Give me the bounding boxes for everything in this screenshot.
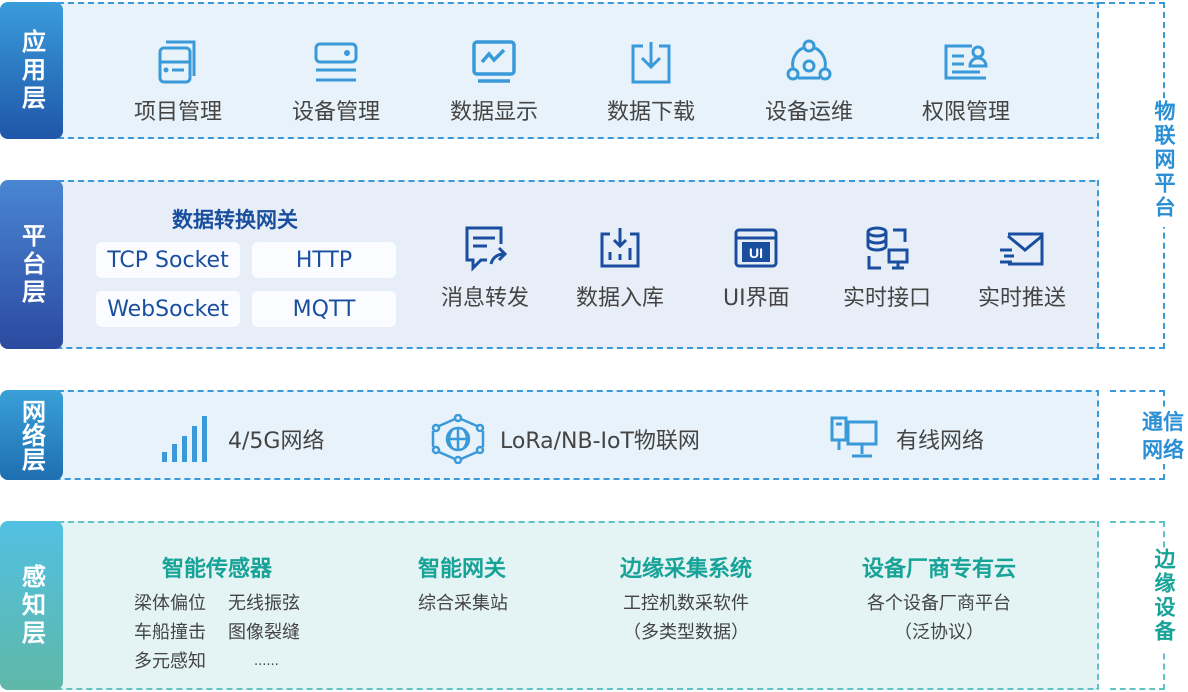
platform-item-realtime-api[interactable]: 实时接口 <box>843 224 931 312</box>
sensor-item: 多元感知 <box>134 651 206 672</box>
user-permission-icon <box>944 44 988 80</box>
group-item: 工控机数采软件 <box>623 593 749 614</box>
mail-push-icon <box>1000 232 1044 266</box>
app-item-project[interactable]: 项目管理 <box>134 38 222 126</box>
group-title: 设备厂商专有云 <box>862 557 1017 582</box>
perception-layer: 感知层 智能传感器 梁体偏位 无线振弦 车船撞击 图像裂缝 多元感知 .....… <box>0 521 1099 690</box>
app-item-maintenance[interactable]: 设备运维 <box>765 38 853 126</box>
application-layer: 应用层 项目管理 设备管理 数据显示 数据下载 设备运维 权限管理 <box>0 2 1099 139</box>
comm-network-label: 通信网络 <box>1138 408 1188 464</box>
network-layer-label: 网络层 <box>0 390 63 480</box>
app-item-permission[interactable]: 权限管理 <box>922 38 1010 126</box>
sensor-item: 梁体偏位 <box>134 593 206 614</box>
platform-layer: 平台层 数据转换网关 TCP Socket HTTP WebSocket MQT… <box>0 180 1099 349</box>
platform-item-forward[interactable]: 消息转发 <box>441 224 529 312</box>
signal-bars-icon <box>162 416 207 462</box>
gateway-title: 数据转换网关 <box>172 208 298 232</box>
platform-item-storage[interactable]: 数据入库 <box>576 224 664 312</box>
monitor-chart-icon <box>472 40 516 83</box>
platform-item-push[interactable]: 实时推送 <box>978 224 1066 312</box>
item-label: 消息转发 <box>441 286 530 311</box>
platform-layer-label: 平台层 <box>0 180 63 349</box>
group-item: 综合采集站 <box>418 593 508 614</box>
item-label: 权限管理 <box>922 100 1011 125</box>
label-text: 网络层 <box>17 399 46 471</box>
network-item-cellular[interactable]: 4/5G网络 <box>158 414 324 464</box>
label-text: 平台层 <box>17 222 46 307</box>
group-title: 智能网关 <box>418 557 507 582</box>
network-item-wired[interactable]: 有线网络 <box>826 414 984 464</box>
wired-computer-icon <box>830 416 878 458</box>
label-text: 应用层 <box>17 28 46 113</box>
group-edge-system: 边缘采集系统 工控机数采软件 （多类型数据） <box>620 551 752 647</box>
ui-icon-text: UI <box>749 245 763 261</box>
network-item-lora[interactable]: LoRa/NB-IoT物联网 <box>430 414 700 464</box>
network-layer: 网络层 4/5G网络 LoRa/NB-IoT物联网 有线网络 <box>0 390 1099 480</box>
item-label: 设备运维 <box>765 100 854 125</box>
database-terminal-icon <box>866 226 909 270</box>
server-icon <box>314 42 358 82</box>
project-card-icon <box>158 40 196 84</box>
item-label: 有线网络 <box>896 429 985 454</box>
item-label: 实时推送 <box>978 286 1067 311</box>
protocol-websocket: WebSocket <box>96 291 240 327</box>
item-label: 数据下载 <box>607 100 696 125</box>
sensor-item: 无线振弦 <box>228 593 300 614</box>
item-label: 数据显示 <box>450 100 539 125</box>
group-item: （多类型数据） <box>623 622 749 643</box>
protocol-mqtt: MQTT <box>252 291 396 327</box>
platform-item-ui[interactable]: UI UI界面 <box>723 224 790 312</box>
message-forward-icon <box>465 226 508 272</box>
item-label: LoRa/NB-IoT物联网 <box>500 429 700 454</box>
download-icon <box>631 42 671 84</box>
group-smart-gateway: 智能网关 综合采集站 <box>418 551 508 618</box>
group-item: 各个设备厂商平台 <box>867 593 1011 614</box>
ui-window-icon: UI <box>734 228 778 268</box>
group-title: 智能传感器 <box>161 557 272 582</box>
group-item: （泛协议） <box>894 622 984 643</box>
ops-network-icon <box>786 39 832 81</box>
item-label: 4/5G网络 <box>228 429 325 454</box>
perception-layer-label: 感知层 <box>0 521 63 690</box>
edge-devices-label: 边缘设备 <box>1150 548 1178 651</box>
iot-platform-label: 物联网平台 <box>1150 100 1178 227</box>
side-label-text: 边缘设备 <box>1152 548 1176 644</box>
application-layer-label: 应用层 <box>0 2 63 139</box>
iot-globe-icon <box>431 414 485 464</box>
group-vendor-cloud: 设备厂商专有云 各个设备厂商平台 （泛协议） <box>862 551 1016 647</box>
protocol-http: HTTP <box>252 242 396 278</box>
sensor-item: 车船撞击 <box>134 622 206 643</box>
app-item-display[interactable]: 数据显示 <box>450 38 538 126</box>
sensor-item-more: ...... <box>254 654 279 669</box>
label-text: 感知层 <box>17 563 46 648</box>
app-item-device[interactable]: 设备管理 <box>292 38 380 126</box>
side-label-text: 物联网平台 <box>1152 100 1176 220</box>
item-label: 实时接口 <box>843 286 932 311</box>
sensor-item: 图像裂缝 <box>228 622 300 643</box>
group-title: 边缘采集系统 <box>620 557 753 582</box>
data-import-icon <box>600 228 640 268</box>
item-label: 数据入库 <box>576 286 665 311</box>
item-label: 设备管理 <box>292 100 381 125</box>
group-smart-sensors: 智能传感器 梁体偏位 无线振弦 车船撞击 图像裂缝 多元感知 ...... <box>134 551 300 676</box>
item-label: UI界面 <box>723 286 790 311</box>
protocol-tcp: TCP Socket <box>96 242 240 278</box>
item-label: 项目管理 <box>134 100 223 125</box>
app-item-download[interactable]: 数据下载 <box>607 38 695 126</box>
